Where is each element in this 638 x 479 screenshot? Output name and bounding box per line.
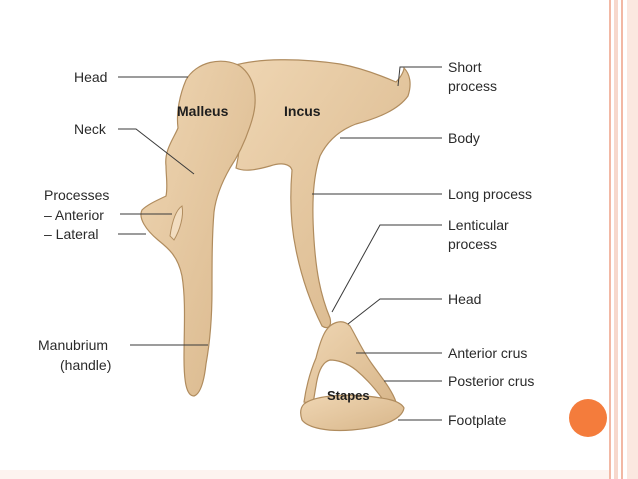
label-anterior-process: – Anterior xyxy=(44,207,104,223)
accent-circle xyxy=(569,399,607,437)
incus-bone xyxy=(231,59,411,329)
leader-line xyxy=(347,298,442,325)
label-malleus-head: Head xyxy=(74,69,107,85)
leader-line xyxy=(331,224,442,313)
label-lateral-process: – Lateral xyxy=(44,226,98,242)
bottom-band xyxy=(0,470,609,479)
border-stripe xyxy=(621,0,623,479)
label-stapes-head: Head xyxy=(448,291,481,307)
label-neck: Neck xyxy=(74,121,107,137)
stapes-bone xyxy=(300,321,405,432)
malleus-bone xyxy=(140,60,256,397)
stapes-label: Stapes xyxy=(327,388,370,403)
label-handle: (handle) xyxy=(60,357,111,373)
label-processes: Processes xyxy=(44,187,109,203)
label-posterior-crus: Posterior crus xyxy=(448,373,534,389)
malleus-label: Malleus xyxy=(177,103,229,119)
incus-label: Incus xyxy=(284,103,321,119)
border-stripe xyxy=(627,0,638,479)
label-footplate: Footplate xyxy=(448,412,507,428)
label-lenticular-line2: process xyxy=(448,236,497,252)
leader-line xyxy=(118,128,195,175)
leader-line xyxy=(397,66,442,87)
label-lenticular-line1: Lenticular xyxy=(448,217,509,233)
label-short-process-line2: process xyxy=(448,78,497,94)
label-short-process-line1: Short xyxy=(448,59,482,75)
border-stripe xyxy=(609,0,611,479)
label-anterior-crus: Anterior crus xyxy=(448,345,527,361)
label-long-process: Long process xyxy=(448,186,532,202)
label-manubrium: Manubrium xyxy=(38,337,108,353)
border-stripe xyxy=(614,0,618,479)
label-body: Body xyxy=(448,130,480,146)
